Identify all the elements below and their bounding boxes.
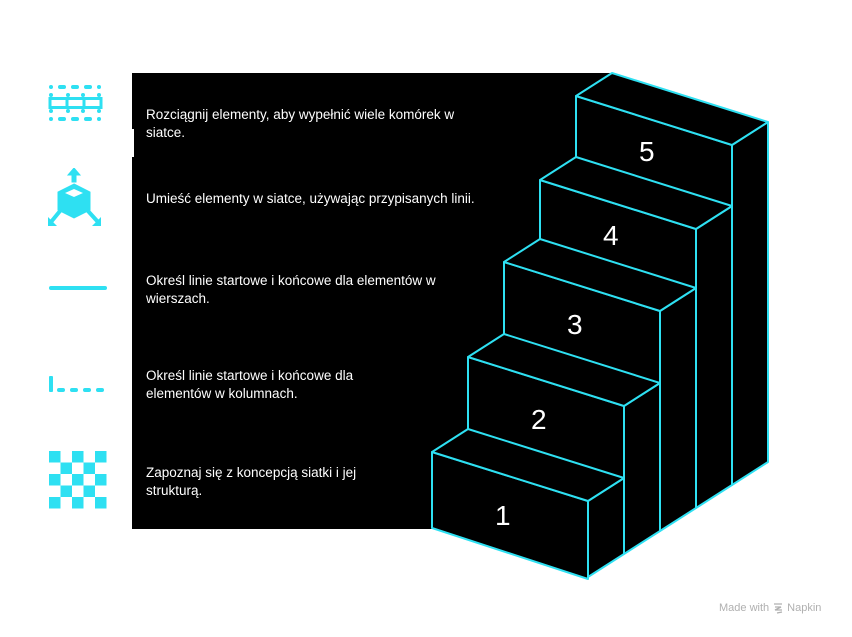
checker-cell	[49, 474, 61, 486]
step-4-top-face	[539, 156, 733, 230]
panel-notch	[132, 129, 134, 157]
checker-cell	[83, 485, 95, 497]
checker-cell	[49, 451, 61, 463]
checker-cell	[95, 451, 107, 463]
step-5-label: Rozciągnij elementy, aby wypełnić wiele …	[146, 107, 455, 140]
checker-cell	[72, 474, 84, 486]
step-3-label: Określ linie startowe i końcowe dla elem…	[146, 273, 436, 306]
checkerboard-grid-icon	[49, 451, 107, 509]
step-4-side-face	[695, 205, 733, 509]
span-cells-icon	[48, 85, 103, 121]
checker-cell	[83, 462, 95, 474]
step-4-label: Umieść elementy w siatce, używając przyp…	[146, 191, 475, 206]
checker-cell	[49, 497, 61, 509]
footer-made-with: Made with	[719, 602, 770, 614]
step-3-top-face	[503, 238, 697, 312]
checker-cell	[95, 497, 107, 509]
step-1-number: 1	[495, 500, 511, 531]
column-lines-icon	[49, 376, 104, 392]
row-line-icon	[49, 286, 107, 290]
napkin-logo-icon	[774, 603, 783, 614]
checker-cell	[72, 497, 84, 509]
footer-attribution: Made with Napkin	[719, 602, 821, 614]
checker-cell	[60, 462, 72, 474]
footer-brand: Napkin	[787, 602, 822, 614]
checker-cell	[72, 451, 84, 463]
step-1-top-face	[431, 428, 625, 502]
step-1-label: Zapoznaj się z koncepcją siatki i jej st…	[146, 465, 357, 498]
step-5-top-face	[575, 72, 769, 146]
step-3-number: 3	[567, 309, 583, 340]
placed-box-icon	[48, 168, 101, 226]
step-4-number: 4	[603, 220, 619, 251]
step-2-top-face	[467, 333, 661, 407]
step-2-label: Określ linie startowe i końcowe dla elem…	[146, 368, 354, 401]
checker-cell	[95, 474, 107, 486]
checker-cell	[60, 485, 72, 497]
step-3-side-face	[659, 287, 697, 532]
step-2-side-face	[623, 382, 661, 555]
step-5-number: 5	[639, 136, 655, 167]
step-5-side-face	[731, 121, 769, 486]
step-2-number: 2	[531, 404, 547, 435]
